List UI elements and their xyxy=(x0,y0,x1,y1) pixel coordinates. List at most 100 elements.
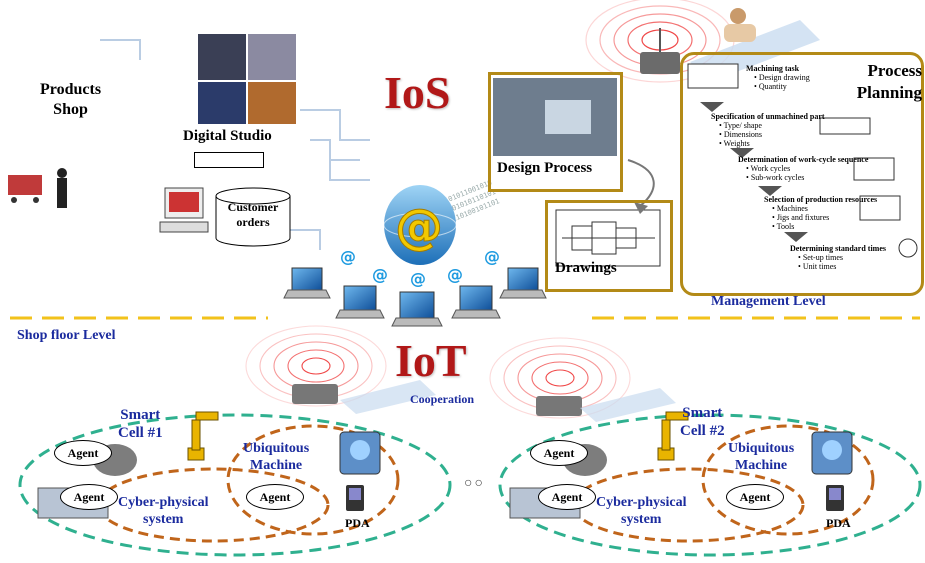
planning-bullet: Dimensions xyxy=(723,130,763,139)
agent-node: Agent xyxy=(246,484,304,510)
cps-1-boundary xyxy=(96,467,330,543)
smart-cell-2-label: Smart Cell #2 xyxy=(680,404,725,440)
drawing-sketch xyxy=(555,209,661,267)
digital-studio-label: Digital Studio xyxy=(183,128,272,144)
pda-device-2 xyxy=(826,485,844,511)
pda-2-label: PDA xyxy=(826,516,851,530)
svg-text:@: @ xyxy=(410,269,426,288)
cooperation-label: Cooperation xyxy=(410,392,474,406)
process-planning-frame xyxy=(680,52,924,296)
svg-text:@: @ xyxy=(484,247,500,266)
planning-part-icons xyxy=(687,63,918,258)
ubiquitous-machine-2-boundary xyxy=(701,424,875,536)
process-planning-title: Process Planning xyxy=(838,60,922,104)
cps-line-1: Cyber-physical xyxy=(596,495,687,510)
router-top xyxy=(640,52,680,74)
smart-cell-2-boundary xyxy=(498,413,922,557)
svg-text:@: @ xyxy=(340,247,356,266)
agent-node: Agent xyxy=(60,484,118,510)
products-line-1: Products xyxy=(40,81,102,98)
cps-2-label: Cyber-physical system xyxy=(596,494,686,528)
planning-bullet: Work cycles xyxy=(750,164,791,173)
smart-line-2: Cell #1 xyxy=(118,425,163,441)
planning-step-title: Machining task xyxy=(746,64,800,73)
planning-step-title: Specification of unmachined part xyxy=(711,112,825,121)
shopping-cart xyxy=(8,175,42,203)
ubiquitous-machine-1-label: Ubiquitous Machine xyxy=(243,440,309,474)
cps-1-label: Cyber-physical system xyxy=(118,494,208,528)
at-sign-small: @ @ @ @ @ xyxy=(340,247,500,288)
products-line-2: Shop xyxy=(53,101,88,118)
planning-bullet: Jigs and fixtures xyxy=(776,213,830,222)
cps-line-2: system xyxy=(143,512,184,527)
planning-step-2: Specification of unmachined part • Type/… xyxy=(711,112,825,148)
planning-bullet: Sub-work cycles xyxy=(750,173,805,182)
planning-bullet: Type/ shape xyxy=(723,121,762,130)
robot-arm-2 xyxy=(657,411,689,461)
shopper-figure xyxy=(57,168,67,208)
orders-line-1: Customer xyxy=(227,200,279,214)
worker-figure xyxy=(724,8,756,42)
management-level-label: Management Level xyxy=(711,294,826,309)
planning-bullet: Tools xyxy=(776,222,795,231)
laptops xyxy=(283,267,547,327)
smart-line-2: Cell #2 xyxy=(680,423,725,439)
planning-step-title: Determination of work-cycle sequence xyxy=(738,155,869,164)
ubi-line-1: Ubiquitous xyxy=(243,441,310,456)
ios-title: IoS xyxy=(384,67,451,118)
agent-node: Agent xyxy=(54,440,112,466)
planning-title-line-2: Planning xyxy=(856,83,922,102)
agent-node: Agent xyxy=(726,484,784,510)
planning-bullet: Machines xyxy=(776,204,808,213)
ubiquitous-machine-2-label: Ubiquitous Machine xyxy=(728,440,794,474)
at-sign-large: @ xyxy=(395,199,443,255)
planning-bullet: Design drawing xyxy=(758,73,810,82)
customer-orders-label: Customer orders xyxy=(218,200,288,230)
globe xyxy=(384,185,456,265)
robot-arm-1 xyxy=(187,411,219,461)
orders-line-2: orders xyxy=(236,215,270,229)
design-process-label: Design Process xyxy=(497,160,593,176)
ellipsis-dots: ○○ xyxy=(464,476,485,491)
ubi-line-2: Machine xyxy=(250,458,303,473)
svg-text:@: @ xyxy=(447,265,463,284)
planning-bullet: Set-up times xyxy=(802,253,844,262)
router-right xyxy=(536,396,582,416)
ubi-line-1: Ubiquitous xyxy=(728,441,795,456)
planning-step-5: Determining standard times • Set-up time… xyxy=(790,244,886,271)
studio-connector xyxy=(194,152,264,168)
solar-panel-right xyxy=(580,388,676,422)
planning-bullet: Unit times xyxy=(802,262,837,271)
cps-line-1: Cyber-physical xyxy=(118,495,209,510)
svg-text:@: @ xyxy=(372,265,388,284)
router-left xyxy=(292,384,338,404)
ubi-line-2: Machine xyxy=(735,458,788,473)
computer-icon xyxy=(159,187,209,233)
ubiquitous-screen-1 xyxy=(339,431,381,475)
pda-1-label: PDA xyxy=(345,516,370,530)
planning-step-1: Machining task • Design drawing • Quanti… xyxy=(746,64,810,91)
design-process-frame xyxy=(488,72,623,192)
planning-step-3: Determination of work-cycle sequence • W… xyxy=(738,155,869,182)
cps-2-boundary xyxy=(571,467,805,543)
iot-title: IoT xyxy=(395,335,467,386)
planning-step-4: Selection of production resources • Mach… xyxy=(764,195,878,231)
smart-line-1: Smart xyxy=(682,405,723,421)
planning-title-line-1: Process xyxy=(867,61,922,80)
agent-node: Agent xyxy=(538,484,596,510)
planning-arrows xyxy=(700,102,808,242)
planning-bullet: Weights xyxy=(723,139,750,148)
circuit-pattern xyxy=(100,39,370,250)
studio-photos xyxy=(198,34,296,124)
smart-cell-1-label: Smart Cell #1 xyxy=(118,406,163,442)
ubiquitous-machine-1-boundary xyxy=(226,424,400,536)
solar-panel-left xyxy=(340,380,436,414)
smart-line-1: Smart xyxy=(120,407,161,423)
design-photo xyxy=(493,78,617,156)
ubiquitous-screen-2 xyxy=(811,431,853,475)
drawings-label: Drawings xyxy=(555,260,617,276)
smart-cell-1-boundary xyxy=(18,413,452,557)
planning-bullet: Quantity xyxy=(758,82,787,91)
cps-line-2: system xyxy=(621,512,662,527)
shop-floor-level-label: Shop floor Level xyxy=(17,328,116,343)
